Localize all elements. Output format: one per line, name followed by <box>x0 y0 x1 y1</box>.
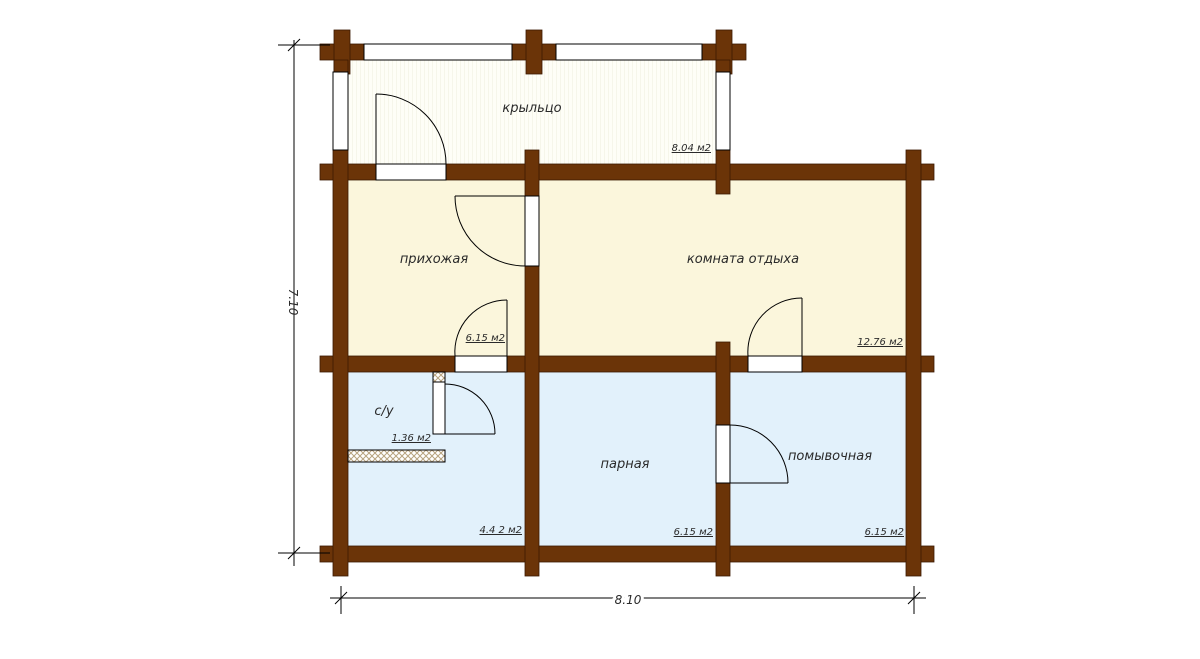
dimension-lines <box>278 38 926 614</box>
washroom-area: 6.15 м2 <box>865 527 904 538</box>
wc-area: 1.36 м2 <box>392 433 431 444</box>
hallway-floor <box>347 180 525 356</box>
lounge-area: 12.76 м2 <box>857 337 903 348</box>
wc-label: с/у <box>374 404 394 419</box>
sauna-area: 6.15 м2 <box>674 527 713 538</box>
openings <box>332 43 803 484</box>
lounge-floor <box>539 180 907 356</box>
width-dimension-label: 8.10 <box>615 593 642 607</box>
sauna-floor <box>539 371 716 546</box>
porch-label: крыльцо <box>502 101 561 116</box>
lounge-label: комната отдыха <box>687 252 799 267</box>
washroom-label: помывочная <box>788 449 872 464</box>
hallway-area: 6.15 м2 <box>466 333 505 344</box>
washroom-floor <box>730 371 907 546</box>
wc-partition <box>347 371 446 463</box>
restroom-area: 4.4 2 м2 <box>479 525 522 536</box>
sauna-label: парная <box>600 457 649 472</box>
hallway-label: прихожая <box>400 252 469 267</box>
height-dimension-label: 7.10 <box>286 289 300 316</box>
door-swings <box>375 93 803 484</box>
porch-area: 8.04 м2 <box>672 143 711 154</box>
